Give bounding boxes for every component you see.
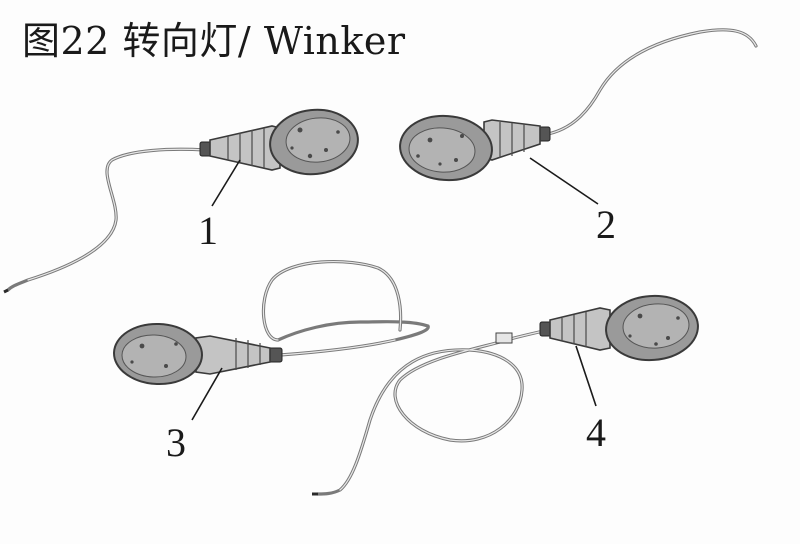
leader-line-1 [211, 159, 241, 207]
winker-4-stem [549, 307, 611, 351]
winker-4-wire-loop [316, 328, 550, 496]
winker-4 [312, 294, 699, 496]
winker-3 [113, 260, 430, 386]
winker-3-wire-loop [261, 260, 430, 357]
callout-1: 1 [198, 208, 218, 253]
winker-2 [399, 28, 758, 182]
leader-line-2 [529, 157, 599, 205]
winker-4-wire-clip [495, 332, 513, 344]
winker-1 [3, 108, 359, 294]
winker-2-wire [546, 28, 758, 136]
leader-line-3 [191, 367, 223, 421]
callout-3: 3 [166, 420, 186, 465]
winker-3-stem [195, 335, 271, 375]
callout-4: 4 [586, 410, 606, 455]
page-title: 图22 转向灯/ Winker [22, 19, 406, 63]
callout-2: 2 [596, 202, 616, 247]
leader-line-4 [575, 345, 597, 407]
